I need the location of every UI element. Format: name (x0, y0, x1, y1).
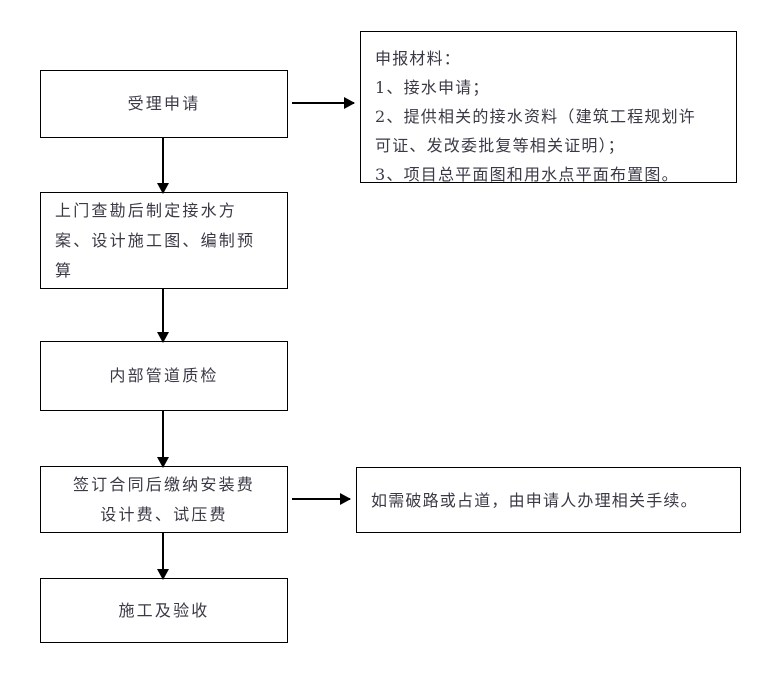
connector-contract-to-construction (162, 533, 164, 579)
connector-accept-to-survey (162, 138, 164, 193)
flow-node-pipe-inspection[interactable]: 内部管道质检 (40, 341, 288, 411)
connector-inspection-to-contract (162, 411, 164, 467)
flow-node-survey-and-plan[interactable]: 上门查勘后制定接水方 案、设计施工图、编制预 算 (40, 192, 288, 289)
flow-node-construction-acceptance[interactable]: 施工及验收 (40, 578, 288, 643)
connector-accept-to-materials (292, 102, 354, 104)
flow-node-contract-and-fees[interactable]: 签订合同后缴纳安装费 设计费、试压费 (40, 466, 288, 533)
connector-survey-to-inspection (162, 289, 164, 342)
note-road-excavation[interactable]: 如需破路或占道，由申请人办理相关手续。 (356, 467, 741, 533)
note-application-materials[interactable]: 申报材料： 1、接水申请； 2、提供相关的接水资料（建筑工程规划许 可证、发改委… (360, 31, 737, 184)
flow-node-accept-application[interactable]: 受理申请 (40, 70, 288, 138)
connector-contract-to-roadnote (292, 498, 350, 500)
